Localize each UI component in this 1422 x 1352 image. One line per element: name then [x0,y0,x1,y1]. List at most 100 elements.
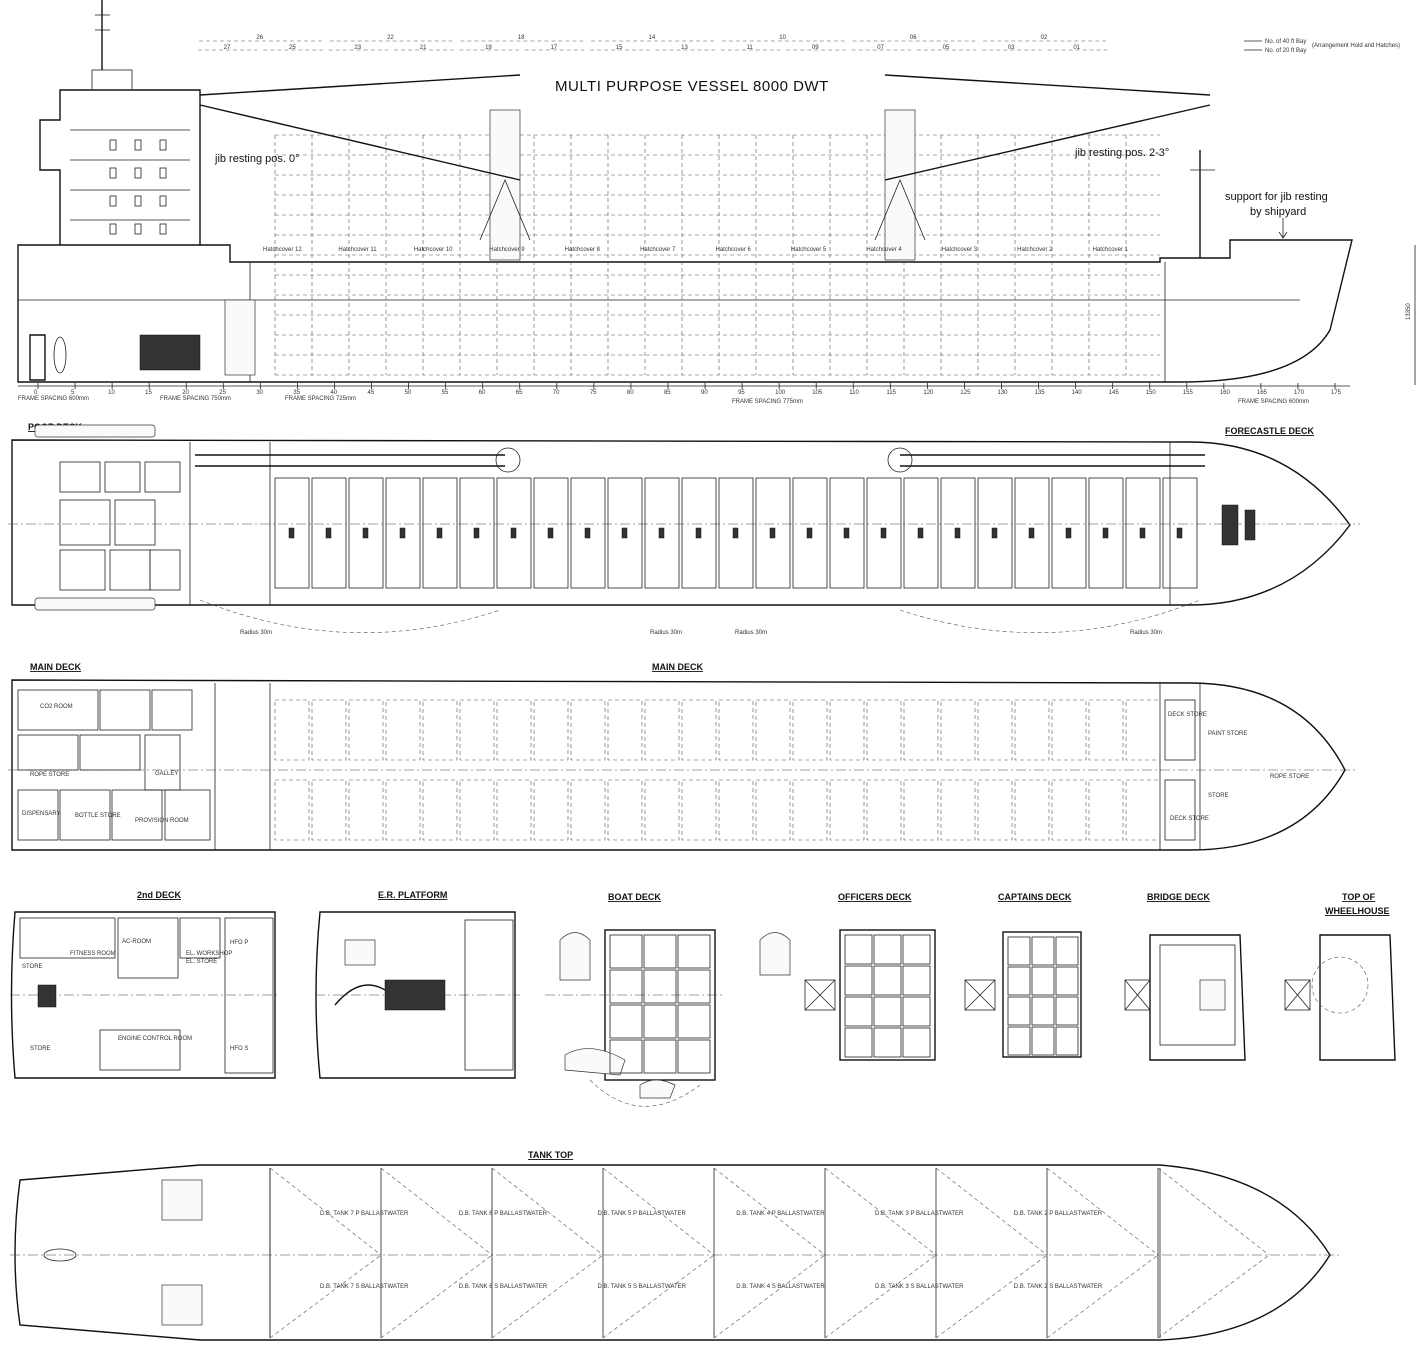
frame-number: 25 [219,390,226,396]
bay-40ft-number: 10 [779,35,786,41]
bay-20ft-number: 25 [289,45,296,51]
bay-20ft-number: 05 [943,45,950,51]
top-of-wheelhouse-plan: TOP OF WHEELHOUSE [1284,892,1396,1061]
frame-number: 85 [664,390,671,396]
frame-number: 45 [368,390,375,396]
second-deck-room-label: HFO S [230,1046,248,1052]
frame-number: 130 [997,390,1008,396]
frame-number: 90 [701,390,708,396]
hatch-cover-label: Hatchcover 8 [565,247,601,253]
frame-number: 80 [627,390,634,396]
second-deck-room-label: AC-ROOM [122,939,151,945]
drawing-title: MULTI PURPOSE VESSEL 8000 DWT [555,78,829,95]
tank-label: D.B. TANK 4 S BALLASTWATER [736,1284,825,1290]
frame-spacing-fwd: FRAME SPACING 600mm [1238,399,1309,405]
radius-label-1: Radius 30m [240,630,272,636]
second-deck-label: 2nd DECK [137,890,182,900]
second-deck-room-label: STORE [30,1046,51,1052]
main-deck-room-label: STORE [1208,793,1229,799]
hatch-cover-label: Hatchcover 6 [716,247,752,253]
radius-label-4: Radius 30m [1130,630,1162,636]
frame-number: 120 [923,390,934,396]
er-platform-plan: E.R. PLATFORM [315,890,520,1079]
bay-20ft-number: 07 [877,45,884,51]
main-deck-label-left: MAIN DECK [30,662,81,672]
main-deck-room-label: GALLEY [155,771,178,777]
captains-deck-plan: CAPTAINS DECK [964,892,1082,1058]
frame-number: 110 [849,390,859,396]
bridge-deck-plan: BRIDGE DECK [1124,892,1246,1061]
height-dimension: 13350 [1406,303,1412,320]
frame-number: 40 [330,390,337,396]
tank-label: D.B. TANK 2 P BALLASTWATER [1014,1211,1103,1217]
frame-number: 95 [738,390,745,396]
tank-label: D.B. TANK 4 P BALLASTWATER [736,1211,825,1217]
frame-number: 70 [553,390,560,396]
hatch-cover-label: Hatchcover 4 [866,247,902,253]
tank-label: D.B. TANK 7 S BALLASTWATER [320,1284,409,1290]
hatch-cover-label: Hatchcover 10 [414,247,453,253]
hatch-cover-label: Hatchcover 12 [263,247,302,253]
jib-resting-fwd-note: jib resting pos. 2-3° [1074,147,1169,159]
frame-number: 135 [1035,390,1046,396]
bay-40ft-number: 02 [1041,35,1048,41]
top-of-wheelhouse-label-1: TOP OF [1342,892,1376,902]
frame-number: 60 [479,390,486,396]
frame-number: 160 [1220,390,1231,396]
hatch-cover-label: Hatchcover 9 [489,247,525,253]
hatch-cover-label: Hatchcover 1 [1093,247,1129,253]
main-deck-room-label: DISPENSARY [22,811,61,817]
boat-deck-plan: BOAT DECK [545,892,725,1107]
legend-40ft: No. of 40 ft Bay [1265,39,1306,45]
poop-deck-plan: POOP DECK FORECASTLE DECK Radius 30m Rad… [8,422,1360,636]
tank-top-label: TANK TOP [528,1150,573,1160]
second-deck-room-label: EL. STORE [186,959,217,965]
officers-deck-label: OFFICERS DECK [838,892,912,902]
legend-20ft: No. of 20 ft Bay [1265,48,1306,54]
hatch-cover-label: Hatchcover 2 [1017,247,1053,253]
bay-20ft-number: 19 [485,45,492,51]
bay-40ft-number: 14 [649,35,656,41]
hatch-cover-label: Hatchcover 3 [942,247,978,253]
hatch-cover-label: Hatchcover 7 [640,247,676,253]
frame-number: 115 [886,390,896,396]
bay-20ft-number: 01 [1073,45,1080,51]
top-of-wheelhouse-label-2: WHEELHOUSE [1325,906,1390,916]
frame-number: 175 [1331,390,1342,396]
hatch-cover-label: Hatchcover 5 [791,247,827,253]
bay-20ft-number: 15 [616,45,623,51]
second-deck-room-label: EL. WORKSHOP [186,951,232,957]
tank-label: D.B. TANK 5 P BALLASTWATER [598,1211,687,1217]
frame-number: 50 [405,390,412,396]
bay-20ft-number: 03 [1008,45,1015,51]
bay-20ft-number: 27 [224,45,231,51]
officers-deck-plan: OFFICERS DECK [759,892,936,1061]
bay-20ft-number: 11 [747,45,754,51]
frame-number: 15 [145,390,152,396]
frame-number: 20 [182,390,189,396]
main-deck-room-label: PAINT STORE [1208,731,1247,737]
bridge-deck-label: BRIDGE DECK [1147,892,1211,902]
tank-label: D.B. TANK 5 S BALLASTWATER [598,1284,687,1290]
tank-label: D.B. TANK 6 S BALLASTWATER [459,1284,548,1290]
jib-resting-aft-note: jib resting pos. 0° [214,153,300,165]
tank-label: D.B. TANK 3 S BALLASTWATER [875,1284,964,1290]
hatch-cover-label: Hatchcover 11 [338,247,377,253]
second-deck-room-label: HFO P [230,940,248,946]
frame-number: 75 [590,390,597,396]
frame-number: 165 [1257,390,1268,396]
captains-deck-label: CAPTAINS DECK [998,892,1072,902]
main-deck-room-label: PROVISION ROOM [135,818,189,824]
frame-number: 150 [1146,390,1157,396]
crane-aft [199,74,531,261]
bay-20ft-number: 21 [420,45,427,51]
frame-number: 30 [256,390,263,396]
bay-legend: No. of 40 ft Bay No. of 20 ft Bay (Arran… [1244,39,1400,54]
frame-spacing-mid3: FRAME SPACING 775mm [732,399,803,405]
frame-number: 140 [1072,390,1083,396]
frame-number: 125 [960,390,971,396]
